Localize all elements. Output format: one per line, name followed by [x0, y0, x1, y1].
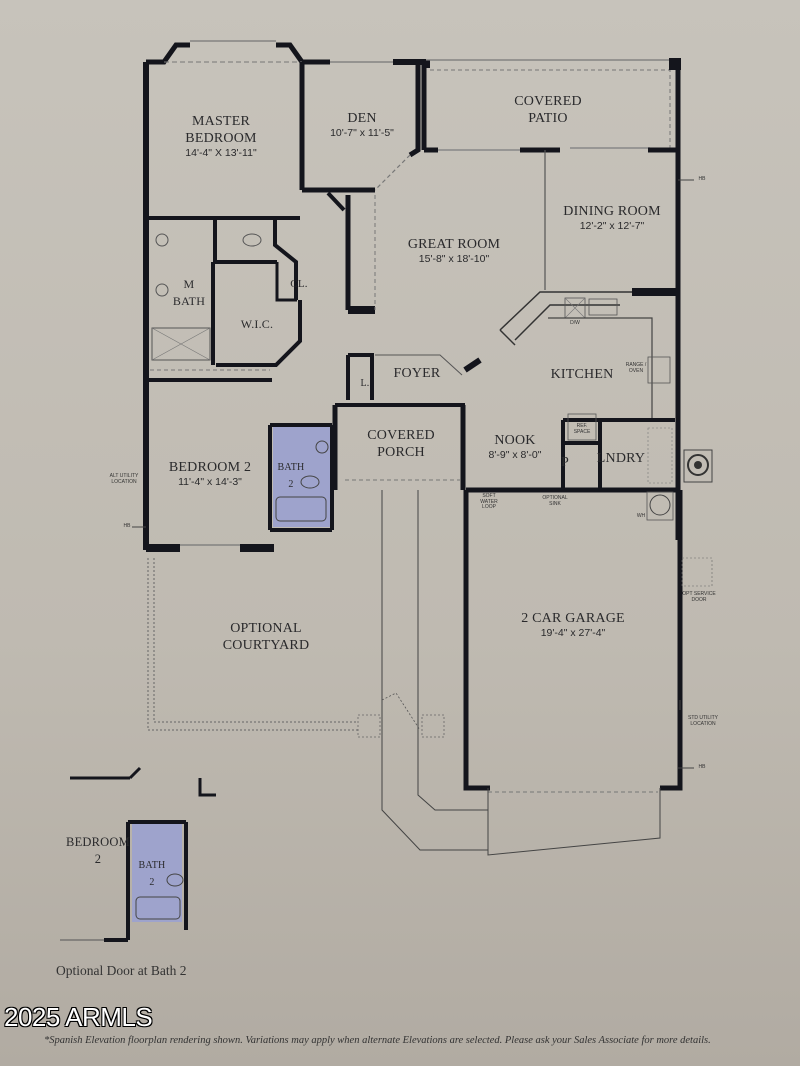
- bedroom-2-label: BEDROOM 2 11'-4" x 14'-3": [169, 459, 251, 488]
- wic-label: W.I.C.: [241, 316, 273, 333]
- dining-room-label: DINING ROOM 12'-2" x 12'-7": [563, 203, 660, 232]
- soft-water-line-2: WATER: [480, 498, 498, 505]
- covered-patio-name-1: COVERED: [514, 94, 582, 109]
- foyer-name: FOYER: [393, 366, 441, 381]
- inset-bedroom-line-2: 2: [94, 851, 102, 866]
- opt-service-line-2: DOOR: [691, 596, 707, 603]
- opt-sink-line-1: OPTIONAL: [542, 495, 568, 501]
- alt-utility-line-2: LOCATION: [111, 478, 137, 485]
- foyer-label: FOYER: [394, 365, 441, 382]
- inset-bedroom-label: BEDROOM 2: [66, 834, 130, 868]
- ref-space-label: REF.SPACE: [573, 423, 591, 435]
- std-utility-line-2: LOCATION: [690, 720, 716, 727]
- laundry-label: LNDRY: [597, 450, 645, 467]
- dining-room-dims: 12'-2" x 12'-7": [579, 219, 645, 232]
- inset-caption: Optional Door at Bath 2: [56, 963, 187, 978]
- great-room-name: GREAT ROOM: [407, 237, 501, 252]
- master-bath-name-2: BATH: [172, 293, 206, 308]
- inset-bath-highlight: [132, 822, 182, 922]
- courtyard-label: OPTIONAL COURTYARD: [223, 620, 310, 654]
- courtyard-name-1: OPTIONAL: [230, 621, 302, 636]
- closet-name: CL.: [290, 278, 308, 290]
- garage-dims: 19'-4" x 27'-4": [540, 626, 606, 639]
- hose-bib-label-1: HB: [698, 176, 706, 182]
- covered-porch-name-1: COVERED: [367, 428, 435, 443]
- bath-2-label: BATH 2: [278, 458, 305, 492]
- hose-bib-label-2: HB: [123, 523, 131, 529]
- alt-utility-line-1: ALT UTILITY: [109, 473, 139, 479]
- great-room-dims: 15'-8" x 18'-10": [418, 252, 490, 265]
- ref-line-2: SPACE: [573, 428, 591, 435]
- hose-bib-label-3: HB: [698, 764, 706, 770]
- footnote: *Spanish Elevation floorplan rendering s…: [44, 1035, 711, 1046]
- bedroom-2-dims: 11'-4" x 14'-3": [178, 475, 242, 488]
- std-utility-line-1: STD UTILITY: [687, 715, 719, 721]
- den-dims: 10'-7" x 11'-5": [330, 126, 394, 139]
- range-line-1: RANGE /: [625, 362, 647, 368]
- great-room-label: GREAT ROOM 15'-8" x 18'-10": [408, 236, 500, 265]
- nook-label: NOOK 8'-9" x 8'-0": [489, 432, 542, 461]
- linen-label: L.: [360, 374, 369, 391]
- ref-line-1: REF.: [576, 423, 588, 429]
- soft-water-line-3: LOOP: [482, 504, 496, 510]
- watermark: 2025 ARMLS: [4, 1002, 153, 1032]
- nook-dims: 8'-9" x 8'-0": [488, 448, 542, 461]
- master-bath-name-1: M: [183, 277, 195, 291]
- kitchen-label: KITCHEN: [551, 366, 614, 383]
- bath-2-highlight: [273, 427, 331, 527]
- bath-2-name-1: BATH: [277, 462, 305, 473]
- den-name: DEN: [347, 111, 377, 126]
- covered-patio-name-2: PATIO: [528, 110, 568, 126]
- range-line-2: OVEN: [628, 367, 644, 374]
- closet-label: CL.: [290, 275, 307, 292]
- master-bedroom-name-1: MASTER: [191, 114, 250, 129]
- master-bedroom-name-2: BEDROOM: [185, 130, 257, 146]
- covered-porch-label: COVERED PORCH: [367, 427, 435, 461]
- master-bedroom-dims: 14'-4" X 13'-11": [185, 146, 257, 159]
- inset-bedroom-line-1: BEDROOM: [66, 835, 130, 849]
- garage-label: 2 CAR GARAGE 19'-4" x 27'-4": [521, 610, 625, 639]
- pantry-label: P: [561, 454, 569, 471]
- dishwasher-label: D/W: [570, 320, 580, 326]
- laundry-name: LNDRY: [596, 451, 646, 466]
- master-bedroom-label: MASTER BEDROOM 14'-4" X 13'-11": [185, 113, 256, 159]
- nook-name: NOOK: [494, 433, 536, 448]
- garage-name: 2 CAR GARAGE: [521, 611, 625, 626]
- inset-bath-line-1: BATH: [138, 860, 166, 871]
- master-bath-label: M BATH: [173, 276, 205, 310]
- dining-room-name: DINING ROOM: [563, 204, 661, 219]
- inset-bath-line-2: 2: [149, 876, 155, 888]
- opt-sink-line-2: SINK: [549, 500, 561, 507]
- den-label: DEN 10'-7" x 11'-5": [330, 110, 394, 139]
- water-heater-label: WH: [636, 513, 646, 519]
- linen-name: L.: [360, 378, 370, 389]
- covered-porch-name-2: PORCH: [377, 444, 425, 460]
- covered-patio-label: COVERED PATIO: [514, 93, 582, 127]
- range-oven-label: RANGE /OVEN: [625, 362, 647, 374]
- wic-name: W.I.C.: [240, 317, 274, 331]
- bedroom-2-name: BEDROOM 2: [168, 460, 252, 475]
- pantry-name: P: [561, 455, 569, 470]
- inset-bath-label: BATH 2: [139, 856, 166, 890]
- kitchen-name: KITCHEN: [550, 367, 614, 382]
- courtyard-name-2: COURTYARD: [222, 637, 310, 653]
- soft-water-line-1: SOFT: [482, 493, 496, 499]
- opt-service-line-1: OPT SERVICE: [682, 591, 716, 597]
- bath-2-name-2: 2: [288, 478, 294, 490]
